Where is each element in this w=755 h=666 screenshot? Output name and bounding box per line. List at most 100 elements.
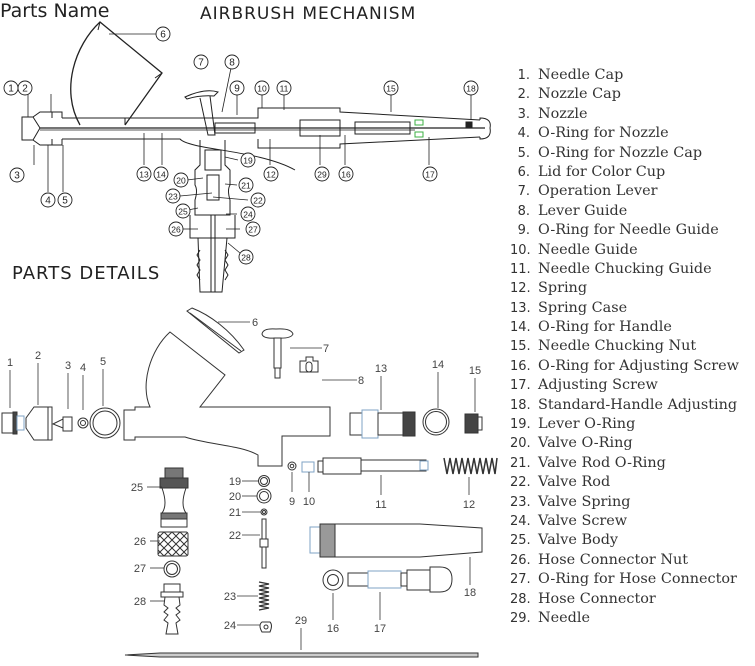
detail-leaders [9, 321, 476, 650]
part-nozzle [51, 416, 73, 432]
parts-list-item: 13.Spring Case [510, 299, 739, 318]
detail-label-14: 14 [432, 359, 444, 371]
part-number: 14. [510, 320, 531, 336]
mechanism-callout-2: 2 [17, 80, 33, 96]
part-hose-connector [160, 583, 184, 635]
detail-label-3: 3 [65, 360, 71, 372]
part-number: 25. [510, 533, 531, 549]
part-name: Hose Connector Nut [538, 551, 689, 568]
parts-details-drawing [1, 307, 498, 658]
part-hose-connector-nut [157, 531, 189, 557]
mechanism-callout-13: 13 [136, 166, 152, 182]
part-number: 26. [510, 552, 531, 568]
parts-list-item: 16.O-Ring for Adjusting Screw [510, 357, 739, 376]
part-name: Valve Rod O-Ring [538, 454, 666, 471]
mechanism-title: AIRBRUSH MECHANISM [200, 4, 417, 24]
callout-circle [193, 54, 209, 70]
detail-label-21: 21 [229, 507, 241, 519]
callout-circle [17, 80, 33, 96]
callout-circle [263, 166, 279, 182]
callout-circle [57, 192, 73, 208]
part-name: O-Ring for Handle [538, 319, 672, 336]
parts-list-item: 17.Adjusting Screw [510, 376, 739, 395]
callout-label: 25 [178, 207, 188, 217]
part-number: 12. [510, 281, 531, 297]
part-name: O-Ring for Adjusting Screw [538, 357, 739, 374]
callout-circle [155, 26, 171, 42]
detail-label-19: 19 [229, 476, 241, 488]
parts-list-item: 7.Operation Lever [510, 182, 739, 201]
part-name: Nozzle [538, 105, 588, 122]
mechanism-callout-24: 24 [240, 206, 256, 222]
part-number: 18. [510, 397, 531, 413]
operation-lever [184, 90, 219, 100]
parts-name-title: Parts Name [0, 0, 110, 22]
callout-circle [254, 80, 270, 96]
callout-label: 24 [243, 210, 253, 220]
mechanism-callout-12: 12 [263, 166, 279, 182]
part-valve-spring [258, 581, 270, 611]
part-number: 8. [517, 203, 530, 219]
part-name: Adjusting Screw [538, 377, 658, 394]
part-number: 24. [510, 513, 531, 529]
callout-circle [314, 166, 330, 182]
parts-list-item: 10.Needle Guide [510, 241, 739, 260]
part-name: Nozzle Cap [538, 86, 621, 103]
mechanism-callout-5: 5 [57, 192, 73, 208]
part-name: O-Ring for Nozzle Cap [538, 144, 703, 161]
part-number: 9. [517, 223, 530, 239]
part-name: Operation Lever [538, 183, 658, 200]
callout-label: 6 [160, 30, 166, 41]
callout-label: 12 [266, 170, 276, 180]
callout-label: 8 [229, 58, 235, 69]
callout-label: 20 [176, 176, 186, 186]
part-nozzle-cap [25, 406, 49, 441]
mechanism-callout-19: 19 [240, 152, 256, 168]
callout-circle [338, 166, 354, 182]
parts-list-item: 14. O-Ring for Handle [510, 318, 739, 337]
callout-label: 10 [257, 84, 267, 94]
parts-list-item: 24. Valve Screw [510, 512, 739, 531]
callout-circle [276, 80, 292, 96]
callout-circle [40, 192, 56, 208]
part-name: Needle Chucking Guide [538, 260, 712, 277]
mechanism-callout-10: 10 [254, 80, 270, 96]
part-number: 11. [510, 261, 531, 277]
part-number: 2. [517, 87, 530, 103]
mechanism-callout-20: 20 [173, 172, 189, 188]
parts-list-item: 15.Needle Chucking Nut [510, 337, 739, 356]
valve-body [194, 140, 231, 216]
part-name: Valve Rod [538, 474, 611, 491]
part-body [123, 331, 331, 467]
color-cup [70, 21, 163, 126]
parts-list-item: 21.Valve Rod O-Ring [510, 454, 739, 473]
part-name: Needle [538, 609, 590, 626]
part-valve-rod [259, 518, 269, 569]
mechanism-callout-9: 9 [229, 80, 245, 96]
detail-label-18: 18 [464, 587, 476, 599]
mechanism-callout-18: 18 [463, 80, 479, 96]
detail-label-1: 1 [7, 357, 13, 369]
part-name: O-Ring for Needle Guide [538, 222, 719, 239]
parts-list-item: 19.Lever O-Ring [510, 415, 739, 434]
detail-label-22: 22 [229, 530, 241, 542]
part-number: 3. [517, 106, 530, 122]
callout-circle [463, 80, 479, 96]
mechanism-callout-16: 16 [338, 166, 354, 182]
part-number: 15. [510, 339, 531, 355]
callout-label: 15 [386, 84, 396, 94]
detail-label-10: 10 [303, 496, 315, 508]
part-number: 6. [517, 164, 530, 180]
callout-label: 13 [139, 170, 149, 180]
detail-label-28: 28 [134, 596, 146, 608]
mechanism-callout-3: 3 [9, 167, 25, 183]
part-number: 4. [517, 126, 530, 142]
detail-label-13: 13 [375, 363, 387, 375]
callout-label: 16 [341, 170, 351, 180]
part-name: Valve Screw [538, 512, 628, 529]
detail-label-8: 8 [358, 375, 364, 387]
parts-list-item: 28.Hose Connector [510, 590, 739, 609]
detail-label-4: 4 [80, 362, 86, 374]
part-needle [124, 652, 479, 658]
part-needle-chucking-guide [317, 457, 429, 475]
